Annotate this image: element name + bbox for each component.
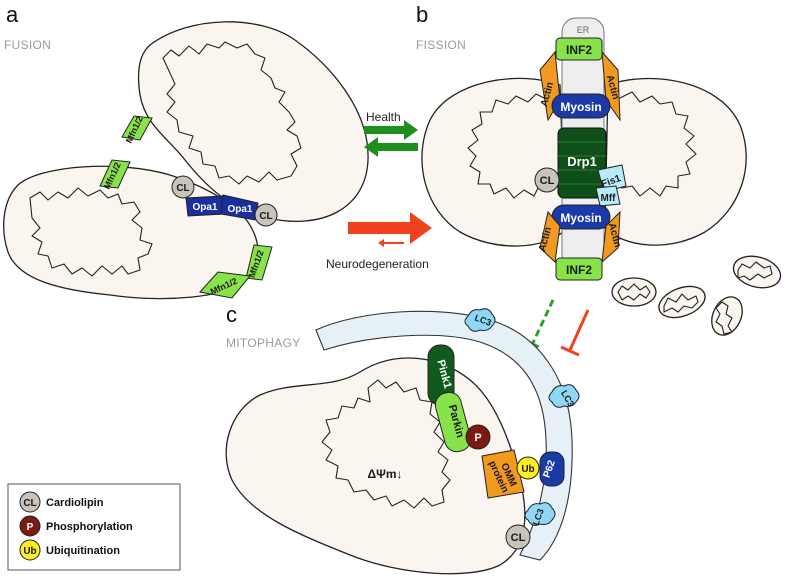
p62-protein	[539, 451, 565, 487]
svg-text:Ub: Ub	[23, 546, 36, 557]
health-arrow-forward	[364, 120, 418, 140]
myosin-protein	[551, 93, 611, 119]
svg-text:CL: CL	[540, 175, 555, 187]
ubiquitin-icon	[516, 456, 540, 480]
cardiolipin-icon	[171, 175, 195, 199]
health-label: Health	[366, 110, 401, 124]
inf2-protein	[555, 37, 603, 61]
cardiolipin-icon	[534, 167, 560, 193]
fragmented-mitochondria	[611, 255, 782, 336]
legend-item-phosphorylation: P Phosphorylation	[19, 515, 133, 537]
fusion-title: FUSION	[4, 38, 51, 52]
er-label: ER	[577, 25, 590, 35]
opa1-complex: Opa1 Opa1 CL CL	[171, 175, 278, 227]
actin-protein	[601, 210, 621, 264]
legend-item-cardiolipin: CL Cardiolipin	[19, 491, 104, 513]
transition-arrows: Health Neurodegeneration	[326, 110, 432, 271]
cardiolipin-icon	[505, 524, 531, 550]
panel-b-letter: b	[416, 2, 428, 27]
parkin-protein	[434, 391, 472, 453]
damaged-mitochondrion: ΔΨm↓	[225, 357, 526, 575]
disease-arrow-back	[378, 239, 404, 247]
mff-protein	[595, 185, 621, 207]
fission-right-lobe	[604, 77, 747, 246]
inf2-label: INF2	[566, 43, 592, 57]
panel-c-letter: c	[226, 302, 237, 327]
small-mitochondrion	[732, 255, 782, 289]
phosphorylation-icon	[465, 424, 491, 450]
inhibit-mitophagy-line	[568, 309, 590, 351]
inhibit-mitophagy-bar	[560, 345, 580, 357]
svg-text:CL: CL	[511, 532, 526, 544]
myosin-label: Myosin	[560, 211, 601, 225]
actin-protein	[601, 50, 621, 122]
cardiolipin-icon	[254, 203, 278, 227]
small-mitochondrion	[611, 277, 657, 307]
cardiolipin-icon	[19, 491, 41, 513]
opa1-label: Opa1	[192, 202, 217, 213]
opa1-label: Opa1	[227, 204, 252, 215]
svg-text:CL: CL	[176, 183, 189, 194]
ubiquitin-icon	[19, 539, 41, 561]
svg-text:P: P	[474, 432, 481, 444]
lc3-marker: LC3	[524, 502, 556, 527]
fis1-protein	[597, 164, 627, 193]
svg-text:Ub: Ub	[521, 464, 534, 475]
mff-label: Mff	[601, 193, 617, 204]
inf2-label: INF2	[566, 263, 592, 277]
mfn-protein	[121, 115, 153, 141]
panel-a-fusion: a FUSION Mfn1/2 Mfn1/2 Mfn1/2 Mfn1/2	[3, 2, 369, 300]
mfn-protein	[99, 159, 131, 189]
svg-text:CL: CL	[23, 498, 36, 509]
fission-title: FISSION	[416, 38, 466, 52]
mitophagy-title: MITOPHAGY	[226, 336, 301, 350]
omm-protein	[481, 449, 525, 499]
small-mitochondrion	[711, 296, 743, 336]
panel-a-letter: a	[6, 2, 19, 27]
disease-arrow-forward	[348, 212, 432, 244]
mfn-protein	[199, 271, 251, 299]
promote-mitophagy-arrow	[530, 299, 555, 346]
mfn-dimer-lower: Mfn1/2 Mfn1/2	[199, 244, 273, 299]
actin-protein	[539, 210, 561, 264]
lc3-marker: LC3	[464, 308, 496, 332]
legend-label: Ubiquitination	[46, 545, 120, 557]
disease-label: Neurodegeneration	[326, 257, 429, 271]
svg-text:P: P	[27, 522, 34, 533]
drp1-label: Drp1	[567, 154, 597, 169]
inf2-protein	[555, 257, 603, 281]
fission-left-lobe	[421, 77, 566, 247]
legend-item-ubiquitination: Ub Ubiquitination	[19, 539, 120, 561]
legend-label: Cardiolipin	[46, 497, 104, 509]
panel-b-fission: b FISSION ER INF2 Actin Actin Myosin	[416, 2, 782, 336]
upper-mitochondrion	[137, 21, 369, 222]
membrane-potential-label: ΔΨm↓	[367, 467, 402, 481]
drp1-ring: Drp1	[557, 127, 607, 199]
svg-text:CL: CL	[259, 211, 272, 222]
myosin-label: Myosin	[560, 100, 601, 114]
panel-c-mitophagy: c MITOPHAGY ΔΨm↓ Pink1 Parkin P OMM prot…	[225, 302, 580, 575]
legend: CL Cardiolipin P Phosphorylation Ub Ubiq…	[7, 483, 181, 571]
phosphorylation-icon	[19, 515, 41, 537]
lc3-marker: LC3	[548, 384, 580, 408]
small-mitochondrion	[658, 285, 706, 319]
mfn-protein	[245, 244, 273, 281]
legend-label: Phosphorylation	[46, 521, 133, 533]
health-arrow-back	[364, 137, 418, 157]
